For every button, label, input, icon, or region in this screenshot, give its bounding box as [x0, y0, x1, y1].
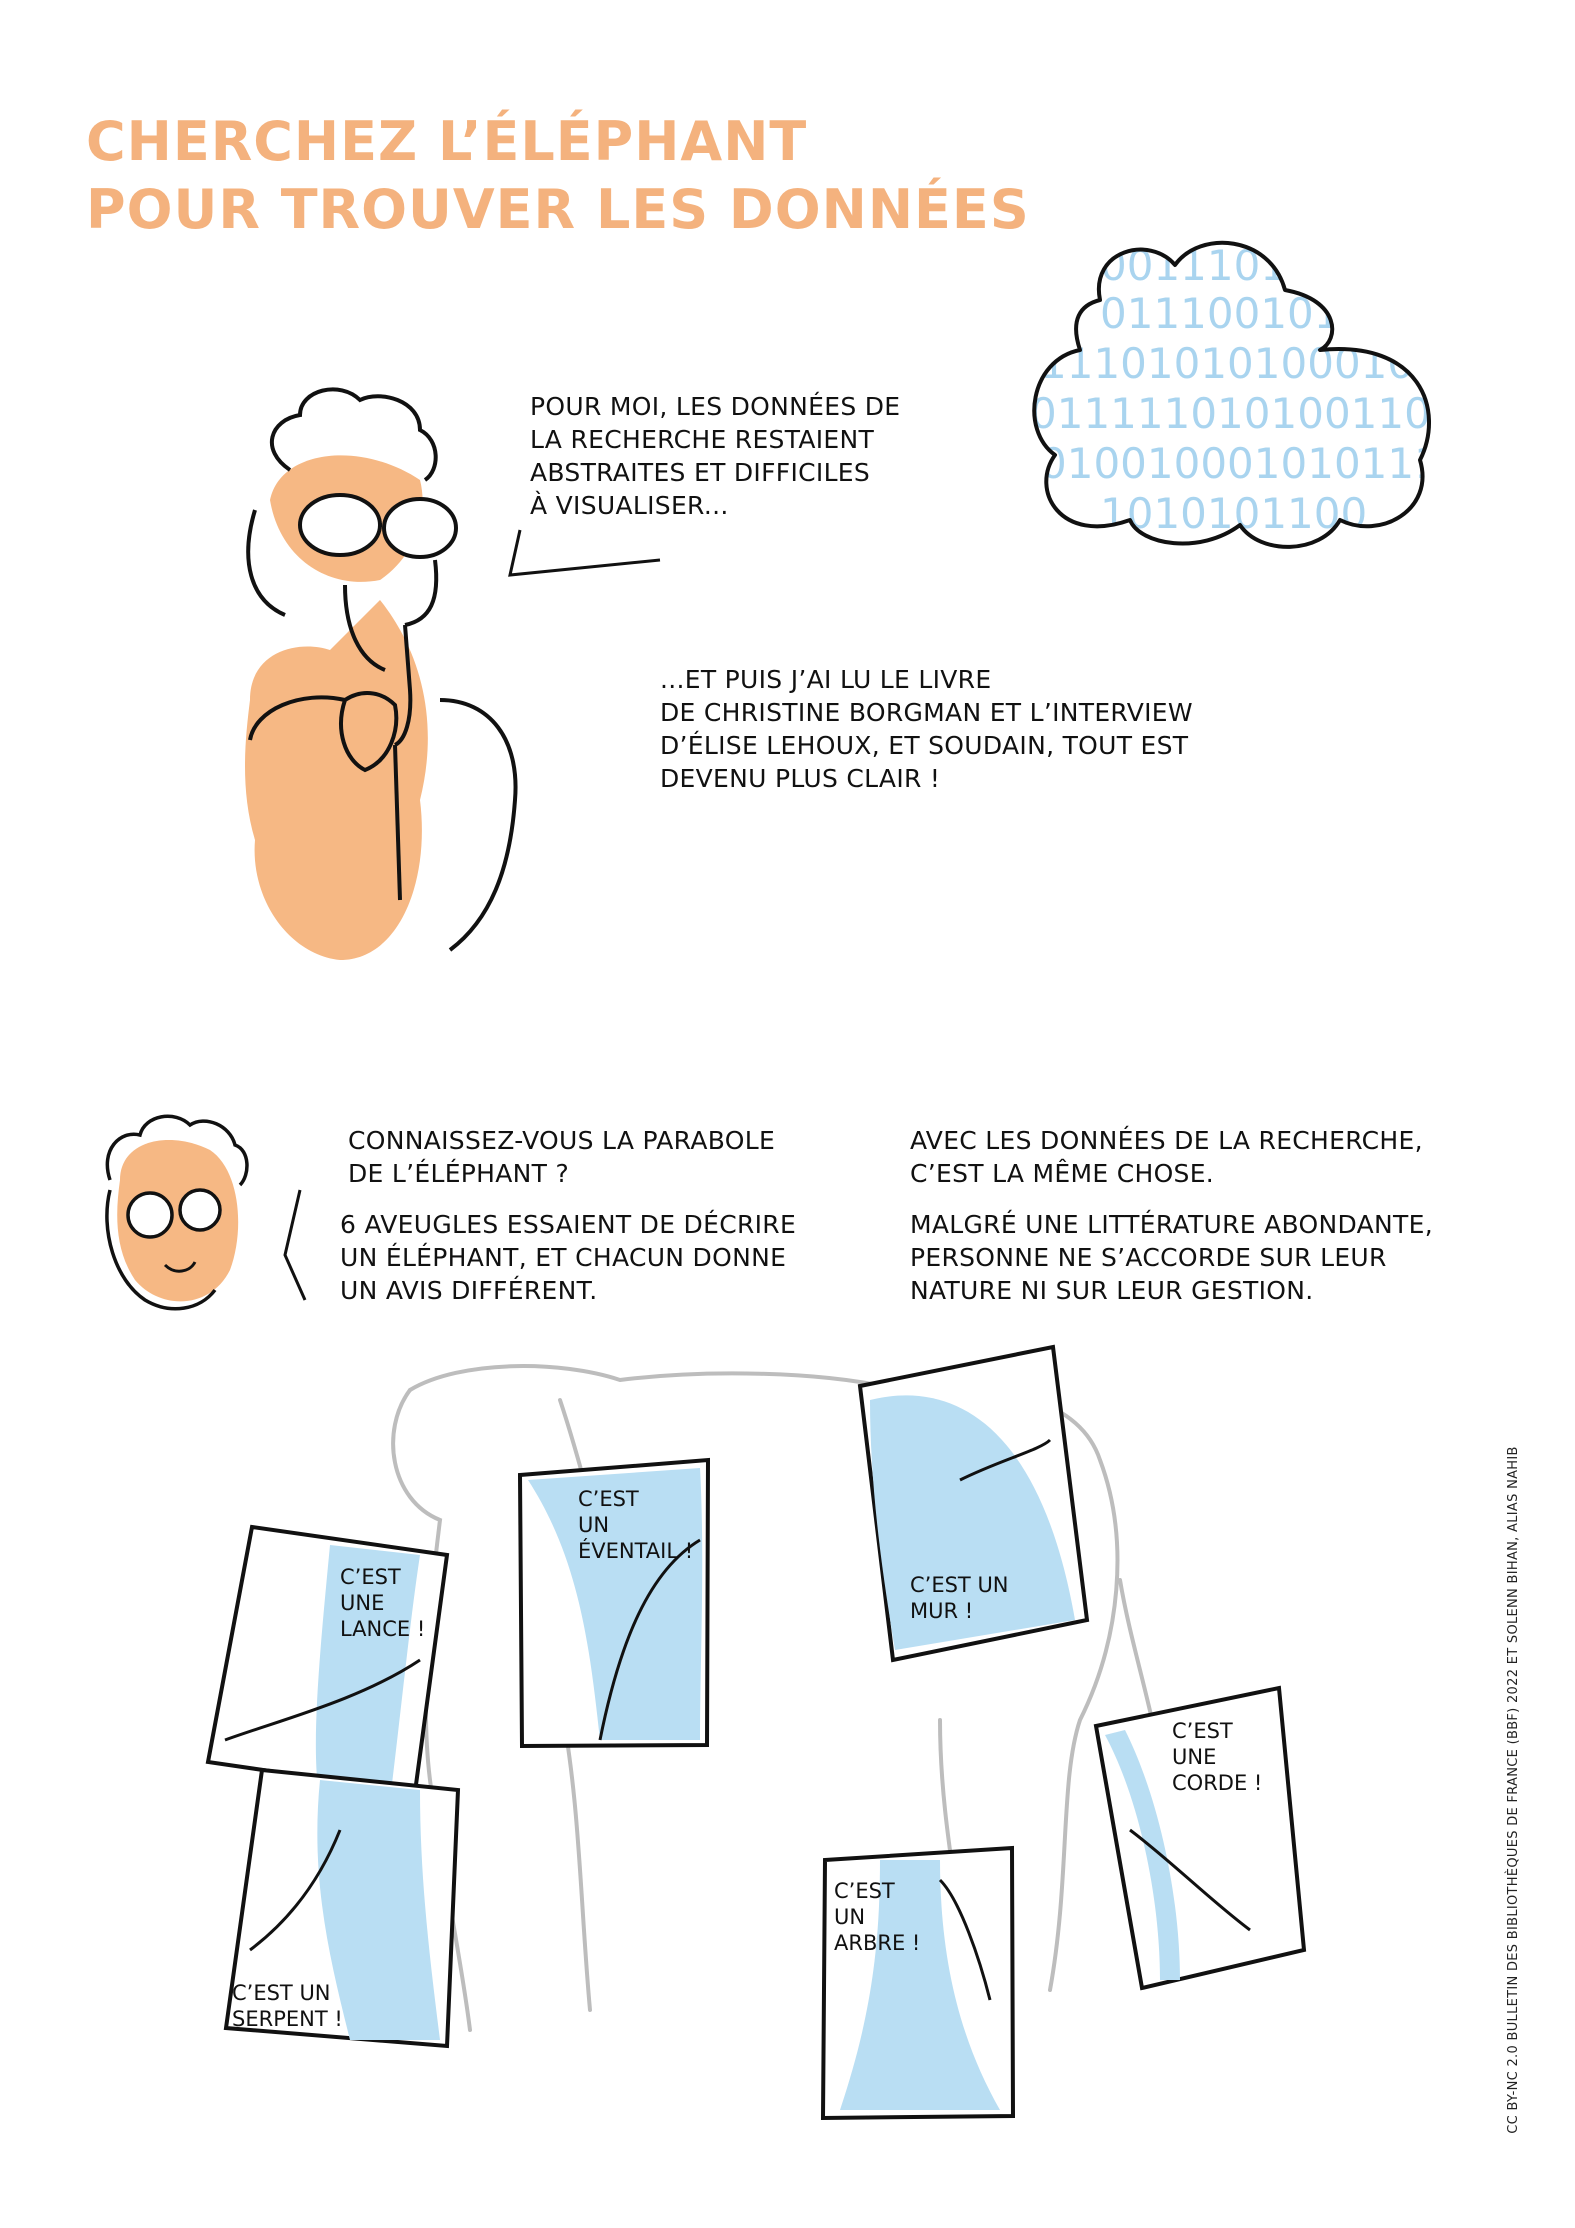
parable2-line-2: UN ÉLÉPHANT, ET CHACUN DONNE	[340, 1243, 787, 1272]
speech-bubble-abstract: POUR MOI, LES DONNÉES DE LA RECHERCHE RE…	[530, 390, 900, 522]
narrator-face-illustration	[105, 1114, 249, 1311]
panel-lance	[205, 1524, 450, 1800]
bubble1-line-4: À VISUALISER...	[530, 491, 729, 520]
caption-mur-line-2: MUR !	[910, 1599, 974, 1623]
panel-mur	[857, 1344, 1090, 1663]
speech-tail	[508, 529, 661, 577]
page-title: CHERCHEZ L’ÉLÉPHANT POUR TROUVER LES DON…	[86, 108, 1030, 244]
parable2-line-1: 6 AVEUGLES ESSAIENT DE DÉCRIRE	[340, 1210, 797, 1239]
caption-serpent-line-2: SERPENT !	[232, 2007, 343, 2031]
data1-line-2: C’EST LA MÊME CHOSE.	[910, 1159, 1215, 1188]
caption-arbre-line-2: UN	[834, 1905, 866, 1929]
parable-description: 6 AVEUGLES ESSAIENT DE DÉCRIRE UN ÉLÉPHA…	[340, 1208, 796, 1307]
parable-question: CONNAISSEZ-VOUS LA PARABOLE DE L’ÉLÉPHAN…	[348, 1124, 775, 1190]
parable2-line-3: UN AVIS DIFFÉRENT.	[340, 1276, 598, 1305]
caption-eventail-line-3: ÉVENTAIL !	[578, 1539, 694, 1563]
bubble1-line-2: LA RECHERCHE RESTAIENT	[530, 425, 875, 454]
caption-arbre-line-3: ARBRE !	[834, 1931, 921, 1955]
bubble2-line-4: DEVENU PLUS CLAIR !	[660, 764, 941, 793]
caption-lance: C’EST UNE LANCE !	[340, 1564, 425, 1642]
caption-lance-line-3: LANCE !	[340, 1617, 426, 1641]
panel-serpent	[223, 1767, 461, 2049]
research-data-same: AVEC LES DONNÉES DE LA RECHERCHE, C’EST …	[910, 1124, 1423, 1190]
caption-arbre-line-1: C’EST	[834, 1879, 895, 1903]
title-line-1: CHERCHEZ L’ÉLÉPHANT	[86, 110, 808, 173]
bubble1-line-1: POUR MOI, LES DONNÉES DE	[530, 392, 901, 421]
parable1-line-2: DE L’ÉLÉPHANT ?	[348, 1159, 570, 1188]
data2-line-1: MALGRÉ UNE LITTÉRATURE ABONDANTE,	[910, 1210, 1433, 1239]
panel-eventail	[517, 1457, 711, 1749]
speech-tail-2	[283, 1189, 307, 1301]
caption-corde-line-3: CORDE !	[1172, 1771, 1263, 1795]
caption-eventail-line-1: C’EST	[578, 1487, 639, 1511]
data2-line-2: PERSONNE NE S’ACCORDE SUR LEUR	[910, 1243, 1387, 1272]
data1-line-1: AVEC LES DONNÉES DE LA RECHERCHE,	[910, 1126, 1423, 1155]
caption-serpent: C’EST UN SERPENT !	[232, 1980, 343, 2032]
caption-corde-line-2: UNE	[1172, 1745, 1217, 1769]
credit-text: CC BY-NC 2.0 BULLETIN DES BIBLIOTHÈQUES …	[1506, 1446, 1521, 2134]
panel-arbre	[820, 1845, 1016, 2121]
caption-lance-line-1: C’EST	[340, 1565, 401, 1589]
data2-line-3: NATURE NI SUR LEUR GESTION.	[910, 1276, 1314, 1305]
caption-serpent-line-1: C’EST UN	[232, 1981, 331, 2005]
panel-corde	[1093, 1685, 1307, 1991]
parable1-line-1: CONNAISSEZ-VOUS LA PARABOLE	[348, 1126, 776, 1155]
caption-corde: C’EST UNE CORDE !	[1172, 1718, 1262, 1796]
title-line-2: POUR TROUVER LES DONNÉES	[86, 178, 1030, 241]
caption-corde-line-1: C’EST	[1172, 1719, 1233, 1743]
speech-bubble-borgman: ...ET PUIS J’AI LU LE LIVRE DE CHRISTINE…	[660, 663, 1193, 795]
bubble2-line-1: ...ET PUIS J’AI LU LE LIVRE	[660, 665, 992, 694]
caption-mur: C’EST UN MUR !	[910, 1572, 1009, 1624]
binary-line-4: 011111010100110100111	[1030, 389, 1575, 438]
caption-eventail: C’EST UN ÉVENTAIL !	[578, 1486, 693, 1564]
caption-mur-line-1: C’EST UN	[910, 1573, 1009, 1597]
bubble2-line-2: DE CHRISTINE BORGMAN ET L’INTERVIEW	[660, 698, 1193, 727]
binary-line-3: 111010101000101010	[1040, 339, 1521, 388]
caption-eventail-line-2: UN	[578, 1513, 610, 1537]
bubble1-line-3: ABSTRAITES ET DIFFICILES	[530, 458, 871, 487]
thinking-person-illustration	[245, 387, 518, 960]
binary-cloud: 0011101 0111001010 111010101000101010 01…	[1030, 240, 1575, 549]
bubble2-line-3: D’ÉLISE LEHOUX, ET SOUDAIN, TOUT EST	[660, 731, 1189, 760]
caption-lance-line-2: UNE	[340, 1591, 385, 1615]
research-data-literature: MALGRÉ UNE LITTÉRATURE ABONDANTE, PERSON…	[910, 1208, 1433, 1307]
caption-arbre: C’EST UN ARBRE !	[834, 1878, 920, 1956]
binary-line-5: 0100100010101111010	[1040, 439, 1548, 488]
credit-container: CC BY-NC 2.0 BULLETIN DES BIBLIOTHÈQUES …	[1499, 1440, 1529, 2140]
